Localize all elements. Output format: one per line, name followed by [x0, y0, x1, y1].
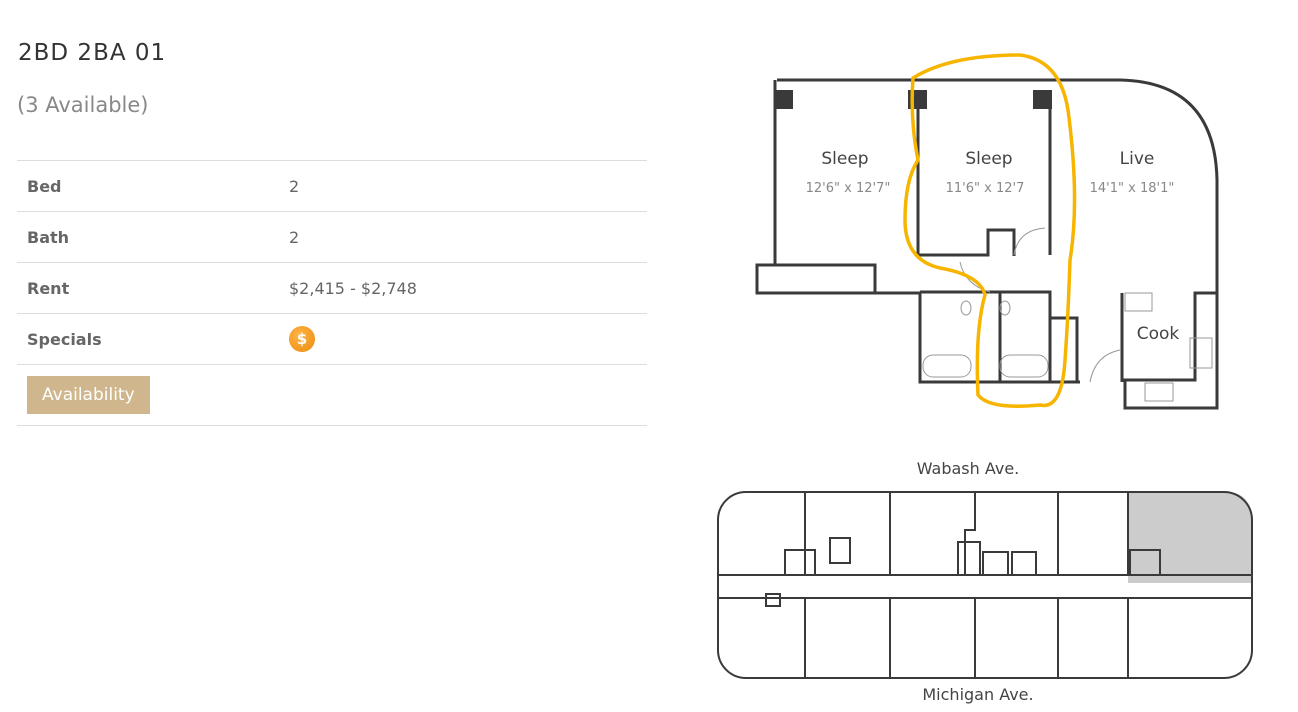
floor-plan-walls	[755, 78, 1219, 410]
dollar-coin-icon[interactable]: $	[289, 326, 315, 352]
table-row: Rent$2,415 - $2,748	[17, 262, 647, 314]
column	[774, 90, 793, 109]
rent-value: $2,415 - $2,748	[279, 262, 647, 314]
table-row: Availability	[17, 364, 647, 426]
room-dimensions: 11'6" x 12'7	[946, 181, 1025, 196]
column	[1033, 90, 1052, 109]
bath-value: 2	[279, 211, 647, 263]
bath-label: Bath	[17, 211, 279, 263]
highlight-scribble	[903, 53, 1077, 408]
room-name: Sleep	[965, 149, 1012, 169]
selected-unit	[1128, 492, 1252, 583]
room-dimensions: 14'1" x 18'1"	[1090, 181, 1175, 196]
top-street-label: Wabash Ave.	[917, 459, 1020, 478]
unit-title: 2BD 2BA 01	[18, 40, 167, 66]
table-row: Specials $	[17, 313, 647, 365]
availability-button[interactable]: Availability	[27, 376, 150, 414]
room-name: Sleep	[821, 149, 868, 169]
availability-count: (3 Available)	[17, 93, 149, 117]
key-plan	[717, 491, 1253, 679]
specials-label: Specials	[17, 313, 279, 365]
bottom-street-label: Michigan Ave.	[922, 685, 1033, 704]
room-name: Cook	[1137, 324, 1180, 344]
room-dimensions: 12'6" x 12'7"	[806, 181, 891, 196]
rent-label: Rent	[17, 262, 279, 314]
bed-value: 2	[279, 160, 647, 212]
bed-label: Bed	[17, 160, 279, 212]
fixtures	[922, 227, 1213, 402]
room-name: Live	[1120, 149, 1155, 169]
